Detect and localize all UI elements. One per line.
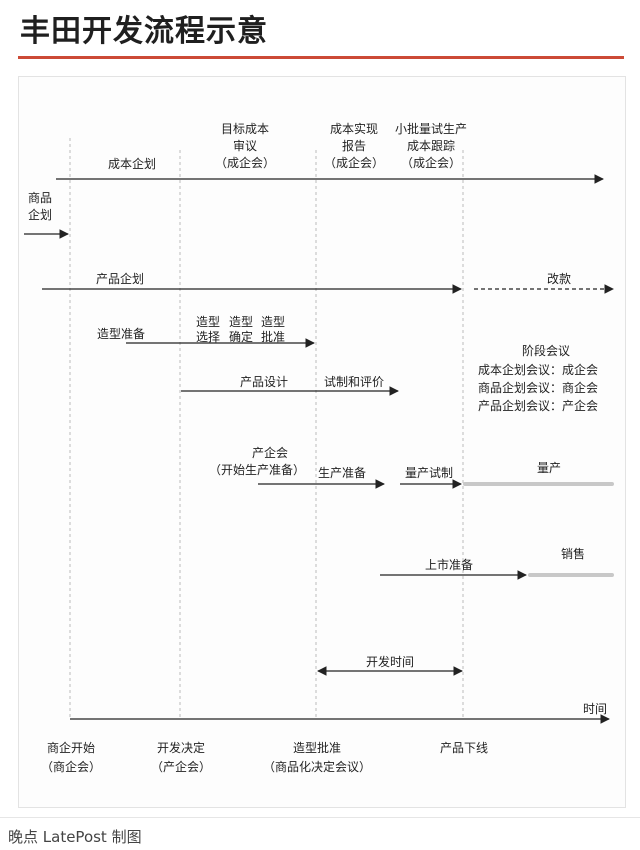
trial-eval-label: 试制和评价 — [324, 374, 384, 389]
styling-step-3-line-2: 批准 — [261, 329, 285, 344]
product-design-label: 产品设计 — [240, 375, 288, 389]
styling-step-3-line-1: 造型 — [261, 315, 285, 329]
top-milestone-1-line-1: 目标成本 — [221, 122, 269, 136]
bottom-milestone-2-line-1: 开发决定 — [157, 740, 205, 755]
styling-step-2-line-1: 造型 — [229, 315, 253, 329]
time-axis-label: 时间 — [583, 702, 607, 716]
footer-credit: 晚点 LatePost 制图 — [8, 828, 142, 846]
bottom-milestone-3-line-2: （商品化决定会议） — [263, 759, 371, 774]
launch-prep-label: 上市准备 — [425, 557, 473, 572]
mass-production-label: 量产 — [537, 461, 561, 475]
top-milestone-2-line-2: 报告 — [342, 138, 366, 153]
top-milestone-3-line-1: 小批量试生产 — [395, 121, 467, 136]
styling-step-2-line-2: 确定 — [229, 329, 253, 344]
top-milestone-2-line-1: 成本实现 — [330, 121, 378, 136]
product-meeting-line-1: 产企会 — [252, 445, 288, 460]
cost-planning-label: 成本企划 — [108, 156, 156, 171]
dev-time-label: 开发时间 — [366, 654, 414, 669]
footer-divider — [0, 817, 640, 818]
stage-meeting-3: 产品企划会议：产企会 — [478, 398, 598, 413]
top-milestone-1-line-3: （成企会） — [215, 155, 275, 170]
merch-planning-line-2: 企划 — [28, 207, 52, 222]
top-milestones: 目标成本 审议 （成企会） 成本实现 报告 （成企会） 小批量试生产 成本跟踪 … — [215, 121, 467, 170]
stage-meeting-1: 成本企划会议：成企会 — [478, 362, 598, 377]
title-underline — [18, 56, 624, 59]
top-milestone-3-line-2: 成本跟踪 — [407, 139, 455, 153]
bottom-milestones: 商企开始 （商企会） 开发决定 （产企会） 造型批准 （商品化决定会议） 产品下… — [41, 740, 488, 774]
bottom-milestone-3-line-1: 造型批准 — [293, 740, 341, 755]
diagram-card — [18, 76, 626, 808]
bottom-milestone-1-line-2: （商企会） — [41, 759, 101, 774]
product-meeting-line-2: （开始生产准备） — [209, 463, 305, 477]
product-planning-label: 产品企划 — [96, 271, 144, 286]
top-milestone-3-line-3: （成企会） — [401, 155, 461, 170]
bottom-milestone-2-line-2: （产企会） — [151, 759, 211, 774]
merch-planning-line-1: 商品 — [28, 190, 52, 205]
page-title: 丰田开发流程示意 — [20, 14, 268, 49]
bottom-milestone-1-line-1: 商企开始 — [47, 740, 95, 755]
styling-prep-label: 造型准备 — [97, 327, 145, 341]
top-milestone-1-line-2: 审议 — [233, 138, 257, 153]
bottom-milestone-4-line-1: 产品下线 — [440, 741, 488, 755]
sales-label: 销售 — [561, 546, 585, 561]
stage-meetings-heading: 阶段会议 — [522, 343, 570, 358]
styling-step-1-line-2: 选择 — [196, 330, 220, 344]
revision-label: 改款 — [547, 272, 571, 286]
stage-meeting-2: 商品企划会议：商企会 — [478, 380, 598, 395]
mass-trial-label: 量产试制 — [405, 465, 453, 480]
milestone-guides — [69, 138, 464, 718]
production-prep-label: 生产准备 — [318, 466, 366, 480]
top-milestone-2-line-3: （成企会） — [324, 155, 384, 170]
styling-step-1-line-1: 造型 — [196, 315, 220, 329]
